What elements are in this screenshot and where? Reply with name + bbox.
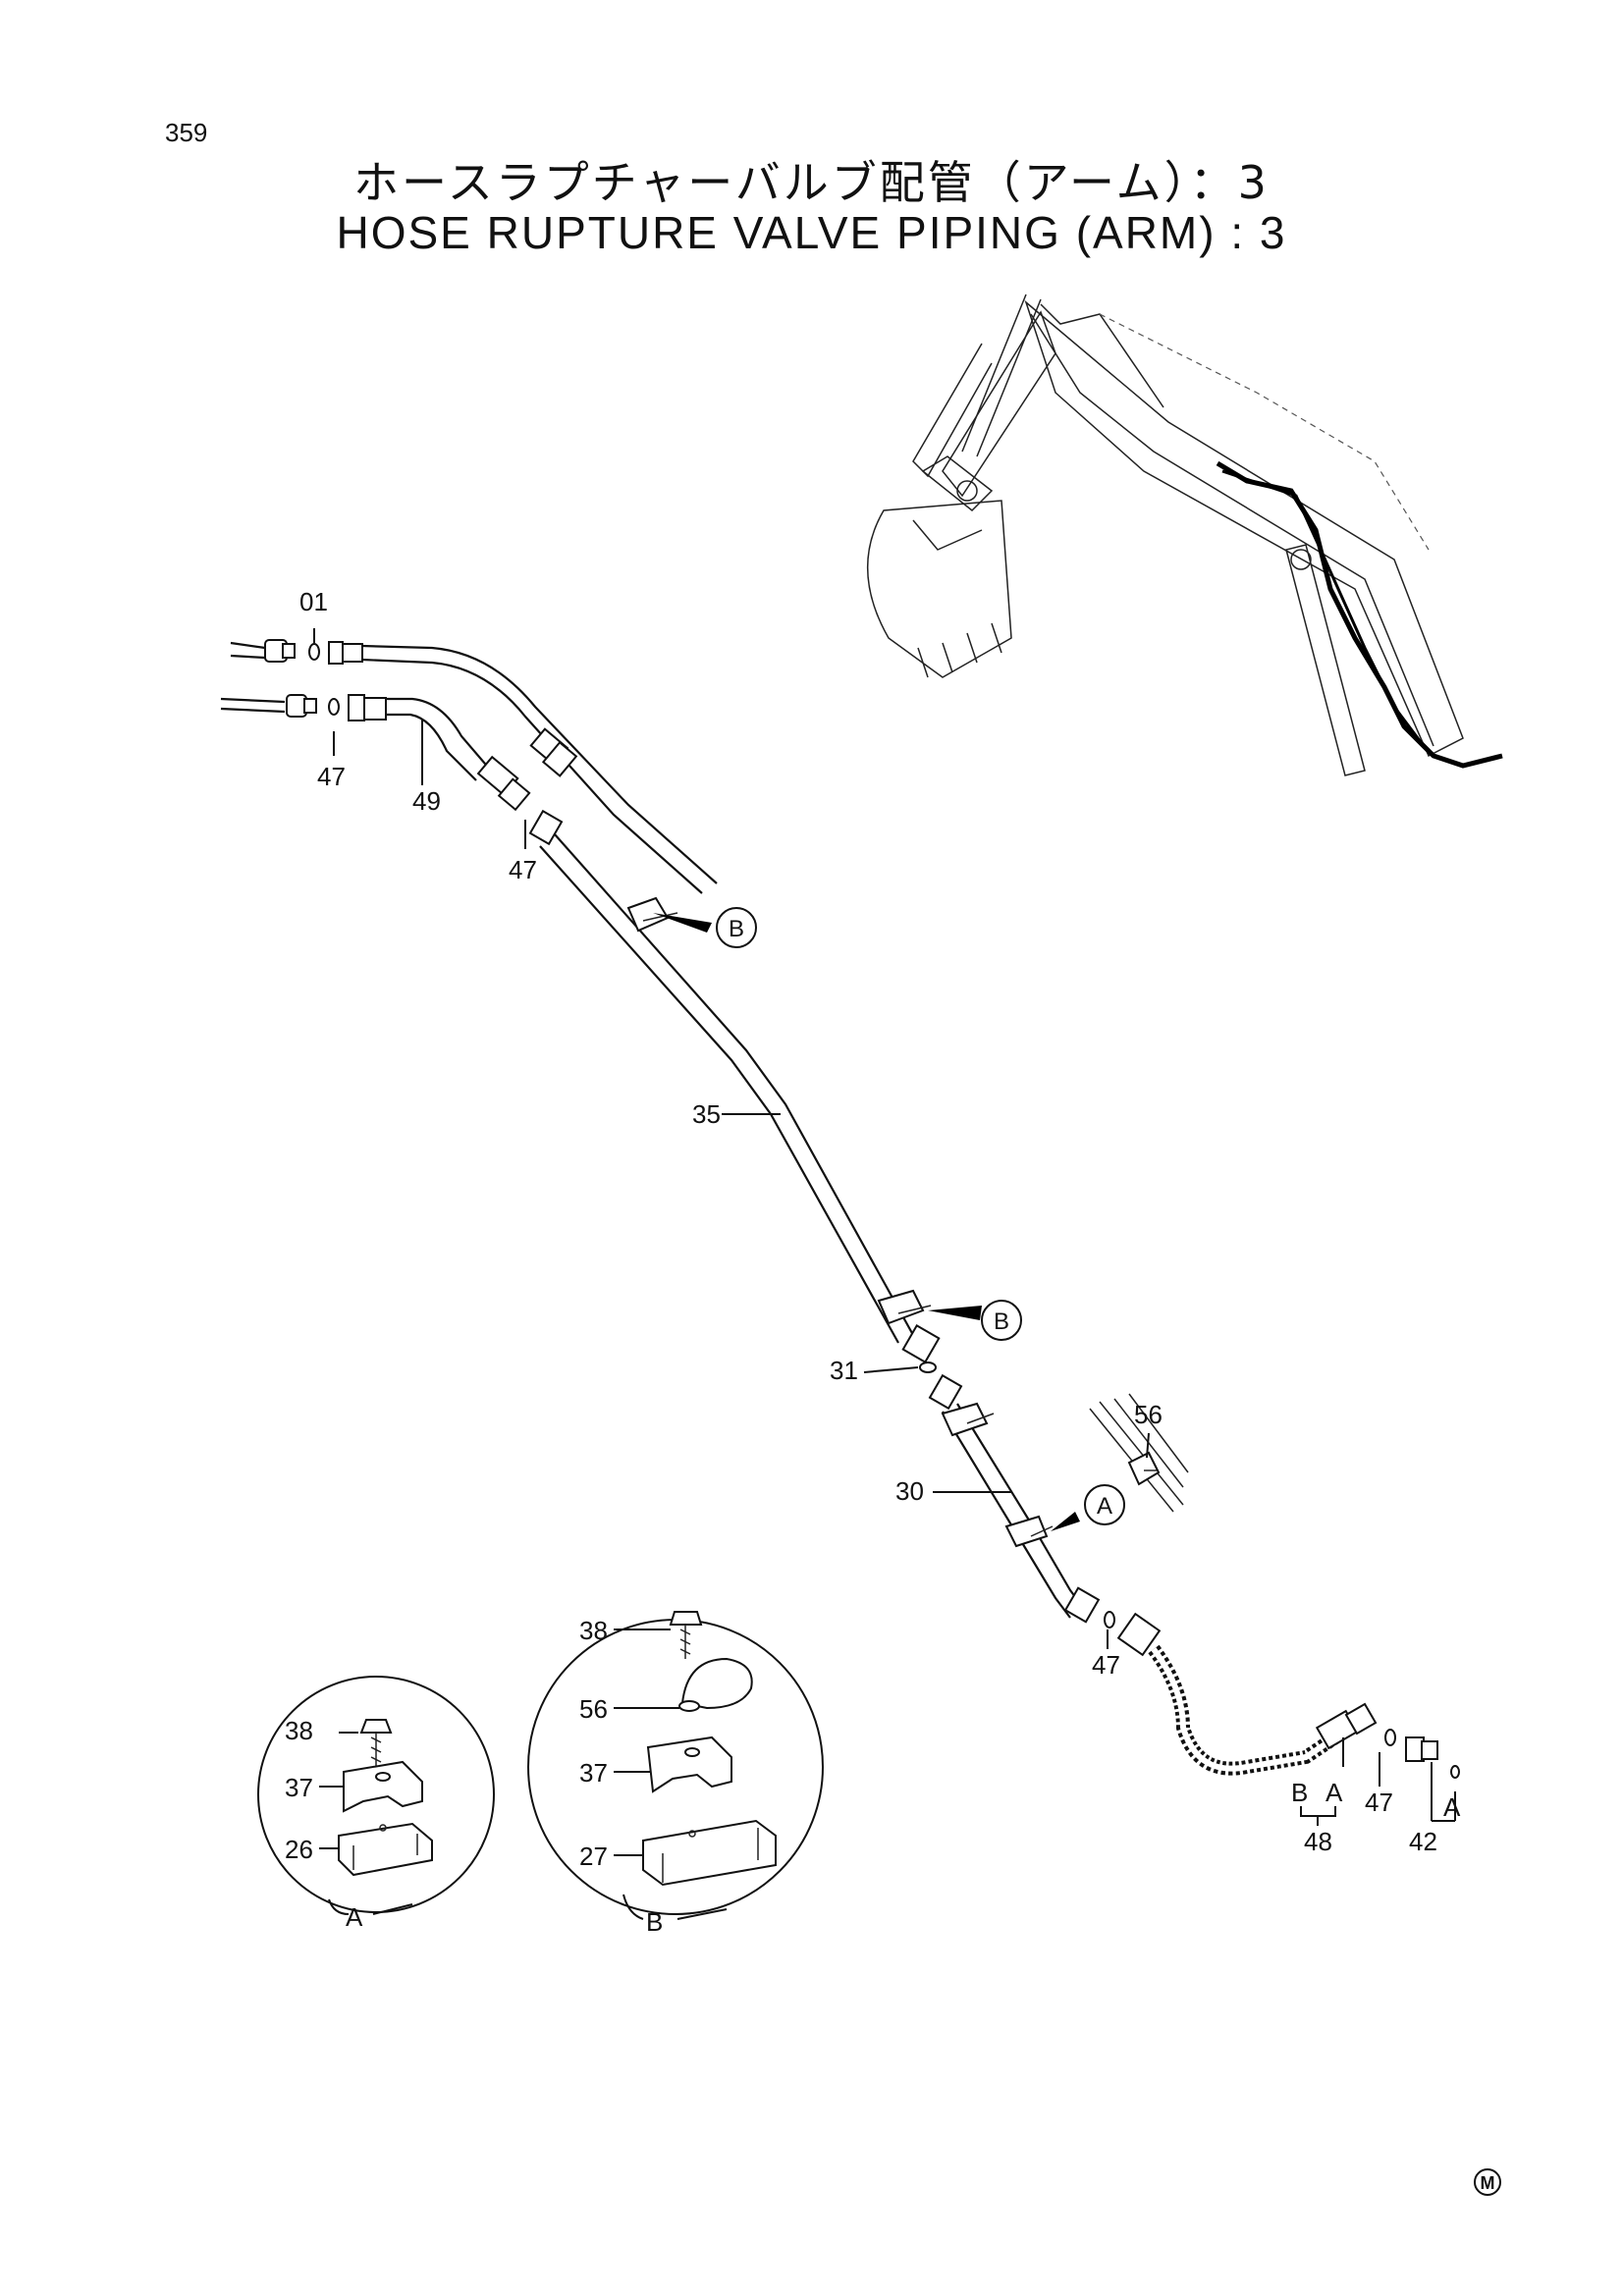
callout-56: 56 bbox=[1134, 1400, 1163, 1429]
corner-mark: M bbox=[1481, 2173, 1495, 2193]
hose-48 bbox=[1104, 1611, 1460, 1779]
detail-a-label: A bbox=[346, 1902, 363, 1932]
detail-b bbox=[527, 1611, 824, 1920]
clamp-reference-markers bbox=[653, 907, 1125, 1531]
callout-30: 30 bbox=[895, 1476, 924, 1506]
clip-56-mount bbox=[1089, 1393, 1189, 1513]
corner-mark-circle bbox=[1474, 2168, 1501, 2196]
callout-49: 49 bbox=[412, 786, 441, 816]
upper-hose-assembly bbox=[220, 639, 718, 894]
detail-a-callout-26: 26 bbox=[285, 1835, 313, 1864]
leader-lines bbox=[313, 628, 1456, 1826]
page-number: 359 bbox=[165, 118, 208, 147]
callout-35: 35 bbox=[692, 1099, 721, 1129]
clamp-ref-a: A bbox=[1097, 1493, 1112, 1520]
detail-b-callout-38: 38 bbox=[579, 1616, 608, 1645]
callout-01: 01 bbox=[299, 587, 328, 616]
title-english: HOSE RUPTURE VALVE PIPING (ARM) : 3 bbox=[336, 207, 1287, 258]
detail-a-callout-37: 37 bbox=[285, 1773, 313, 1802]
detail-b-callout-27: 27 bbox=[579, 1842, 608, 1871]
detail-b-callout-56: 56 bbox=[579, 1694, 608, 1724]
detail-b-callout-37: 37 bbox=[579, 1758, 608, 1788]
callout-42: 42 bbox=[1409, 1827, 1437, 1856]
callout-48-b: B bbox=[1291, 1778, 1308, 1807]
clamp-ref-b-upper: B bbox=[729, 916, 744, 942]
callout-47-lower: 47 bbox=[1092, 1650, 1120, 1680]
detail-a-callout-38: 38 bbox=[285, 1716, 313, 1745]
clamp-ref-b-lower: B bbox=[994, 1308, 1009, 1335]
callout-42-a: A bbox=[1443, 1792, 1461, 1822]
callout-47-upper: 47 bbox=[317, 762, 346, 791]
pipe-35 bbox=[528, 809, 941, 1363]
excavator-overview-illustration bbox=[867, 294, 1503, 776]
callout-48-a: A bbox=[1325, 1778, 1343, 1807]
callout-31: 31 bbox=[830, 1356, 858, 1385]
detail-a bbox=[257, 1676, 495, 1915]
callout-47-pipe: 47 bbox=[509, 855, 537, 884]
pipe-30 bbox=[919, 1362, 1101, 1624]
callout-48: 48 bbox=[1304, 1827, 1332, 1856]
detail-b-label: B bbox=[646, 1907, 663, 1937]
title-japanese: ホースラプチャーバルブ配管（アーム）：3 bbox=[353, 156, 1270, 209]
callout-47-end: 47 bbox=[1365, 1788, 1393, 1817]
